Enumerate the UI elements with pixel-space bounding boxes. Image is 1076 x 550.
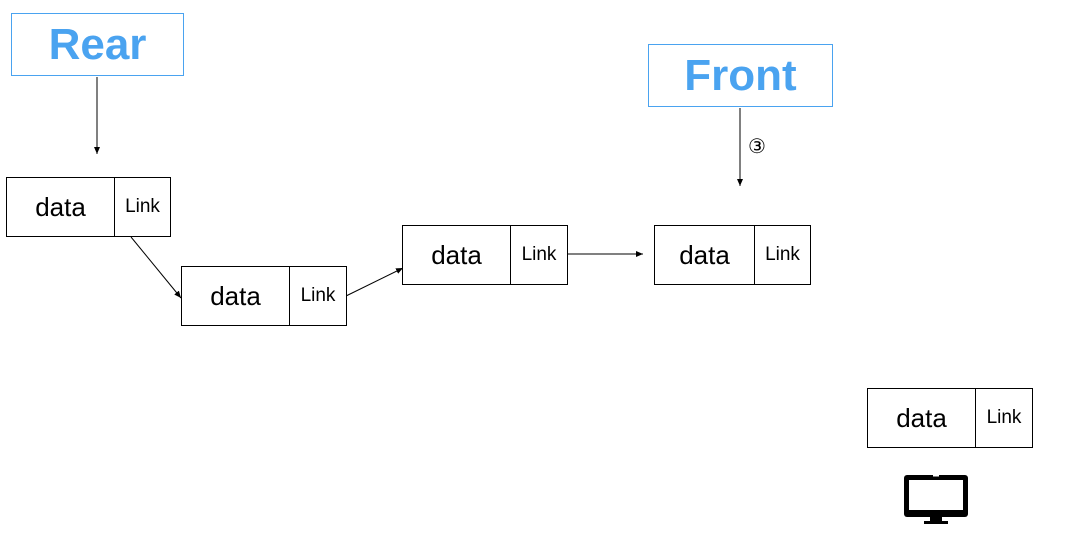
front-pointer-label: Front: [684, 50, 797, 100]
node-data-cell: data: [7, 178, 115, 236]
rear-pointer-box: Rear: [11, 13, 184, 76]
node-link-cell: Link: [765, 244, 800, 265]
list-node-2: data Link: [181, 266, 347, 326]
front-pointer-box: Front: [648, 44, 833, 107]
node-link-cell: Link: [986, 407, 1022, 428]
node-data-cell: data: [182, 267, 290, 325]
node-link-cell: Link: [300, 285, 336, 306]
link-arrow-1-to-2: [130, 236, 182, 299]
node-data-cell: data: [403, 226, 511, 284]
node-data-cell: data: [868, 389, 976, 447]
list-node-3: data Link: [402, 225, 568, 285]
rear-pointer-label: Rear: [48, 19, 147, 69]
link-arrow-2-to-3: [345, 267, 404, 297]
node-link-cell: Link: [521, 244, 557, 265]
list-node-new: data Link: [867, 388, 1033, 448]
node-link-cell: Link: [125, 196, 160, 217]
list-node-1: data Link: [6, 177, 171, 237]
monitor-icon: [904, 475, 968, 524]
list-node-4: data Link: [654, 225, 811, 285]
node-data-cell: data: [655, 226, 755, 284]
step-marker: ③: [748, 134, 766, 158]
